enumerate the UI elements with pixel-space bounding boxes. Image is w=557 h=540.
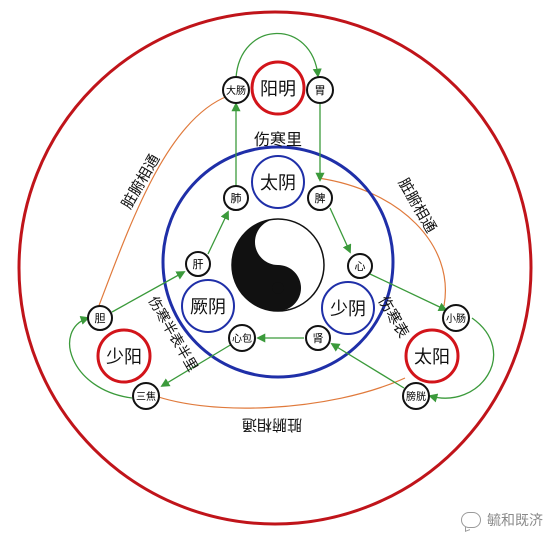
organ-xinbao: 心包 <box>232 332 252 345</box>
node-xin <box>347 253 373 279</box>
organ-xiaochang: 小肠 <box>446 313 466 325</box>
organ-dan: 胆 <box>95 312 106 325</box>
taiyin-circle <box>251 155 305 209</box>
watermark-text: 毓和既济 <box>487 513 543 529</box>
node-sanjiao <box>132 382 160 410</box>
shaoyin-circle <box>321 281 375 335</box>
node-dachang <box>222 76 250 104</box>
organ-dachang: 大肠 <box>226 84 246 97</box>
label-taiyin: 太阴 <box>260 173 296 194</box>
organ-gan: 肝 <box>193 258 204 271</box>
label-zangfu-bottom: 脏腑相通 <box>242 416 302 434</box>
node-fei <box>223 185 249 211</box>
shaoyang-circle <box>96 328 152 384</box>
orange-arc-bottom <box>144 377 406 409</box>
yangming-circle <box>250 60 306 116</box>
node-xinbao <box>228 324 256 352</box>
node-pi <box>307 185 333 211</box>
arrow-sanjiao-dan <box>69 315 133 399</box>
arrow-xiaochang-pangguang <box>428 317 495 403</box>
chat-bubble-icon <box>461 512 481 528</box>
taiyang-circle <box>404 328 460 384</box>
node-pangguang <box>402 382 430 410</box>
arrow-dan-gan <box>111 271 186 313</box>
organ-fei: 肺 <box>231 192 242 205</box>
arrow-pi-xin <box>329 207 352 254</box>
label-zangfu-upper-right: 脏腑相通 <box>395 175 441 236</box>
label-jueyin: 厥阴 <box>190 297 226 318</box>
organ-sanjiao: 三焦 <box>136 390 156 403</box>
node-shen <box>305 325 331 351</box>
label-shanghan-li: 伤寒里 <box>254 130 302 149</box>
organ-wei: 胃 <box>315 84 326 97</box>
watermark: 毓和既济 <box>461 510 543 530</box>
arrow-dachang-wei <box>235 32 322 79</box>
node-xiaochang <box>442 304 470 332</box>
outer-ring <box>17 10 533 526</box>
node-wei <box>306 76 334 104</box>
arrow-pangguang-shen <box>330 343 405 389</box>
organ-nodes: 大肠 胃 肺 脾 肝 心 心包 肾 胆 三焦 小肠 膀胱 <box>87 76 470 410</box>
organ-shen: 肾 <box>313 332 324 345</box>
inner-ring <box>161 145 395 379</box>
label-taiyang: 太阳 <box>414 347 450 368</box>
yin-yang-icon <box>231 218 325 312</box>
label-yangming: 阳明 <box>260 79 296 100</box>
label-shaoyang: 少阳 <box>106 347 142 368</box>
orange-arc-right <box>317 177 446 307</box>
arrow-xinbao-sanjiao <box>160 343 233 387</box>
green-arrows <box>69 32 495 403</box>
arrow-xin-xiaochang <box>369 273 448 311</box>
orange-arc-left <box>94 95 229 317</box>
arrow-gan-fei <box>207 210 229 255</box>
node-dan <box>87 305 113 331</box>
node-gan <box>185 251 211 277</box>
jueyin-circle <box>181 279 235 333</box>
organ-pi: 脾 <box>315 191 326 205</box>
organ-xin: 心 <box>355 260 366 273</box>
label-shaoyin: 少阴 <box>330 299 366 320</box>
orange-arcs <box>94 95 446 409</box>
organ-pangguang: 膀胱 <box>406 390 426 403</box>
